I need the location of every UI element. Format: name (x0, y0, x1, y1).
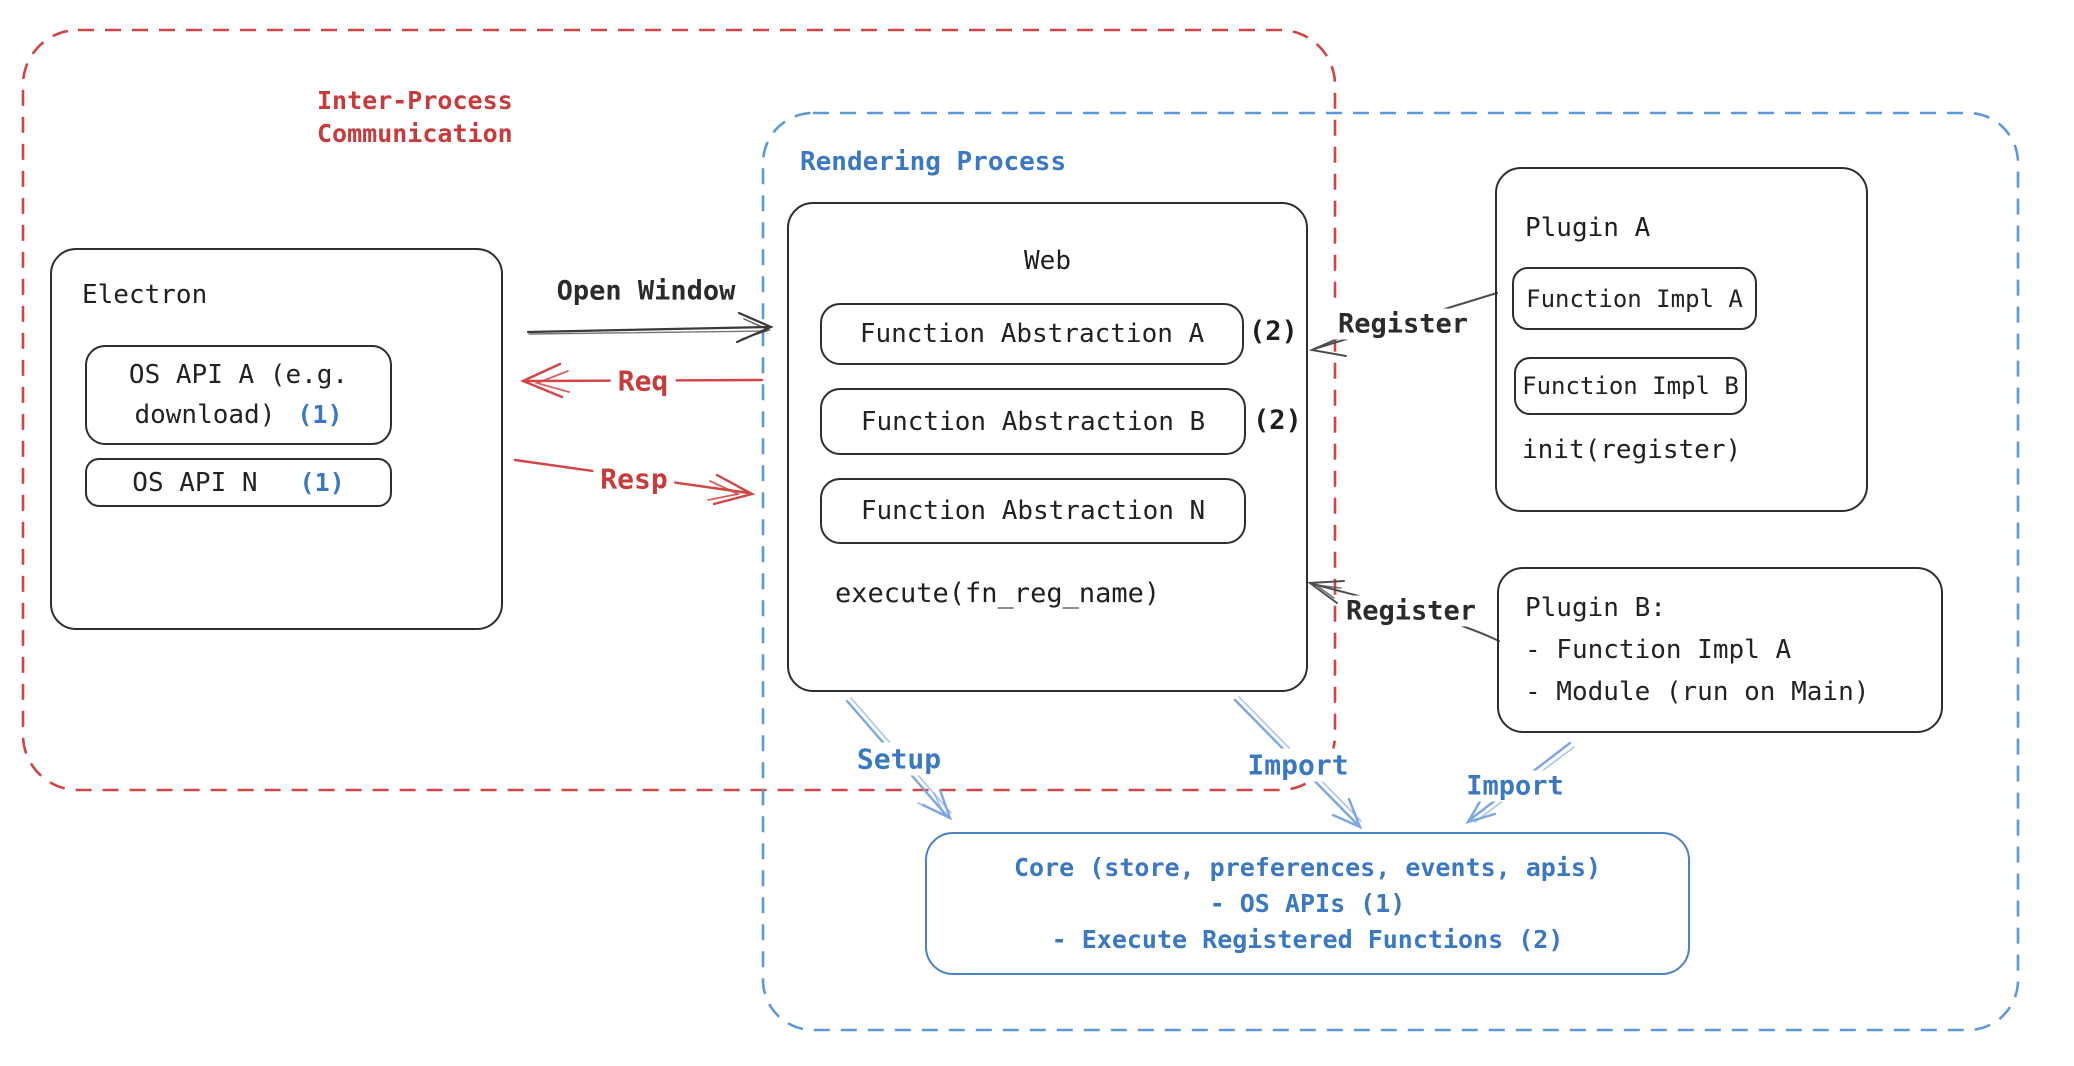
os-api-a-line2: download) (134, 400, 276, 430)
req-label: Req (610, 364, 676, 398)
function-impl-a-box: Function Impl A (1512, 267, 1757, 330)
os-api-a-box: OS API A (e.g. download) (1) (85, 345, 392, 445)
os-api-n-label: OS API N (132, 467, 258, 498)
core-line-3: - Execute Registered Functions (2) (1051, 924, 1564, 954)
plugin-b-box: Plugin B: - Function Impl A - Module (ru… (1497, 567, 1943, 733)
plugin-b-title: Plugin B: (1525, 593, 1666, 623)
os-api-a-line1: OS API A (e.g. (128, 360, 349, 390)
os-api-n-box: OS API N (1) (85, 458, 392, 507)
resp-label: Resp (593, 462, 675, 496)
ipc-boundary (21, 28, 1337, 792)
resp-arrowhead (712, 473, 756, 506)
ipc-group-label: Inter-Process Communication (317, 84, 513, 150)
import-web-label: Import (1240, 748, 1356, 782)
open-window-arrow (526, 311, 774, 344)
req-arrowhead-sketch (534, 370, 570, 393)
function-abstraction-b-badge: (2) (1253, 405, 1302, 436)
import-web-arrowhead (1331, 797, 1363, 830)
open-window-arrow-line (526, 325, 770, 334)
import-plugin-b-label: Import (1459, 770, 1571, 802)
register-plugin-b-arrowhead (1307, 580, 1345, 604)
ipc-group-label-line2: Communication (317, 119, 513, 148)
resp-arrowhead-sketch (707, 480, 741, 501)
function-impl-b-box: Function Impl B (1514, 357, 1747, 415)
os-api-a-badge: (1) (297, 400, 343, 429)
req-arrowhead (519, 362, 564, 399)
register-plugin-b-arrowhead-sketch (1313, 583, 1342, 599)
function-abstraction-b-box: Function Abstraction B (820, 388, 1246, 455)
web-title: Web (1024, 246, 1071, 276)
core-line-2: - OS APIs (1) (1209, 888, 1406, 918)
setup-label: Setup (849, 742, 949, 776)
open-window-arrow-line-sketch (528, 330, 767, 335)
open-window-label: Open Window (556, 275, 736, 307)
function-abstraction-a-box: Function Abstraction A (820, 303, 1244, 365)
open-window-arrowhead-sketch (741, 318, 772, 340)
ipc-group-label-line1: Inter-Process (317, 86, 513, 115)
init-register-label: init(register) (1522, 435, 1742, 465)
core-box: Core (store, preferences, events, apis) … (925, 832, 1690, 975)
execute-label: execute(fn_reg_name) (835, 578, 1161, 609)
rendering-boundary (761, 111, 2020, 1032)
core-line-1: Core (store, preferences, events, apis) (1014, 852, 1601, 882)
plugin-a-box: Plugin A Function Impl A Function Impl B… (1495, 167, 1868, 512)
rendering-group-label: Rendering Process (800, 147, 1067, 177)
function-abstraction-n-box: Function Abstraction N (820, 478, 1246, 544)
electron-title: Electron (82, 280, 208, 310)
os-api-n-badge: (1) (299, 467, 345, 497)
plugin-a-title: Plugin A (1525, 213, 1651, 243)
function-abstraction-a-badge: (2) (1249, 316, 1298, 347)
plugin-b-item-function-impl-a: - Function Impl A (1525, 635, 1792, 665)
import-plugin-b-arrowhead (1465, 796, 1497, 825)
web-box: Web Function Abstraction A Function Abst… (787, 202, 1308, 692)
register-plugin-a-arrowhead (1308, 335, 1347, 357)
electron-box: Electron OS API A (e.g. download) (1) OS… (50, 248, 503, 630)
register-plugin-a-label: Register (1330, 308, 1476, 340)
setup-arrowhead-sketch (917, 792, 946, 817)
plugin-b-item-module: - Module (run on Main) (1525, 677, 1870, 707)
register-plugin-b-label: Register (1338, 595, 1484, 627)
